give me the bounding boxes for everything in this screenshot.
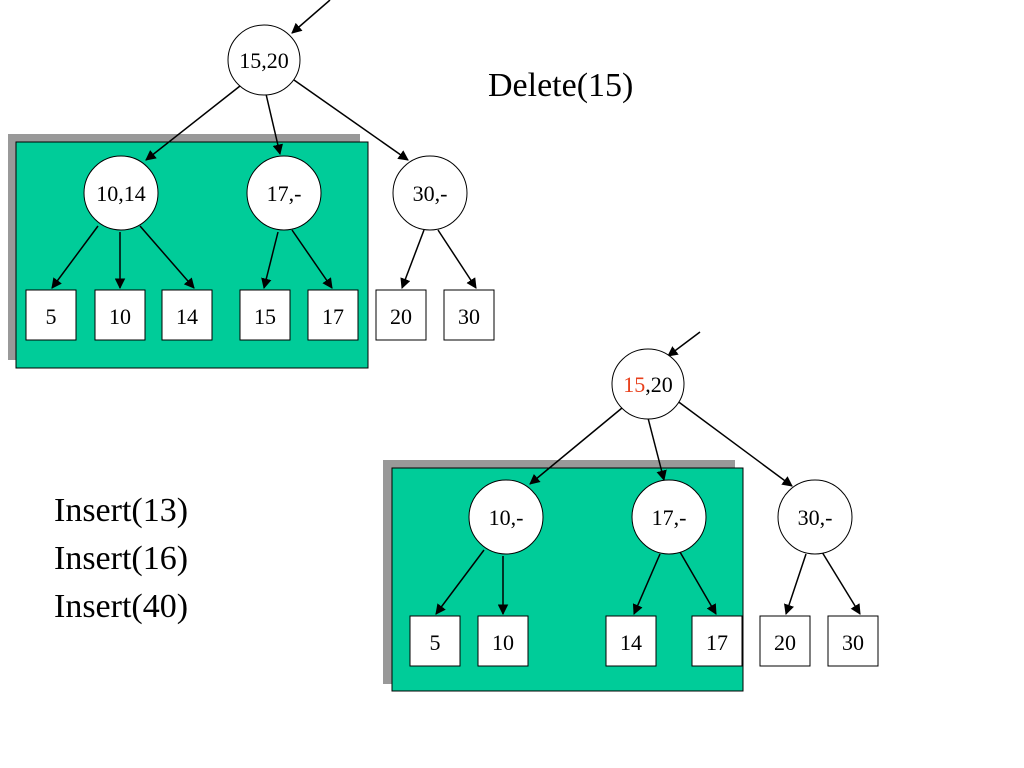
edge bbox=[675, 399, 793, 487]
leaf-node: 10 bbox=[94, 289, 146, 341]
root-label: 15,20 bbox=[239, 48, 289, 73]
insert-operation-label: Insert(13) bbox=[54, 492, 188, 529]
leaf-node: 14 bbox=[605, 615, 657, 667]
entry-arrow bbox=[667, 331, 701, 357]
edge bbox=[51, 225, 99, 289]
leaf-label: 20 bbox=[390, 304, 412, 329]
internal-node: 17,- bbox=[631, 479, 707, 555]
leaf-label: 5 bbox=[430, 630, 441, 655]
internal-label: 10,14 bbox=[96, 181, 146, 206]
leaf-label: 14 bbox=[176, 304, 198, 329]
leaf-label: 30 bbox=[842, 630, 864, 655]
internal-label: 17,- bbox=[267, 181, 302, 206]
edge bbox=[437, 229, 477, 289]
leaf-node: 30 bbox=[827, 615, 879, 667]
edge bbox=[293, 79, 409, 161]
root-rest-key: ,20 bbox=[645, 372, 673, 397]
leaf-node: 20 bbox=[375, 289, 427, 341]
insert-operations: Insert(13) Insert(16) Insert(40) bbox=[54, 492, 188, 625]
internal-node: 30,- bbox=[777, 479, 853, 555]
leaf-node: 20 bbox=[759, 615, 811, 667]
internal-label: 17,- bbox=[652, 505, 687, 530]
edge bbox=[145, 85, 241, 161]
internal-node: 17,- bbox=[246, 155, 322, 231]
edge bbox=[265, 93, 283, 156]
leaf-node: 5 bbox=[409, 615, 461, 667]
tree-before: 15,20 10,14 17,- 30,- 5 10 14 bbox=[8, 0, 495, 369]
root-node: 15,20 bbox=[227, 24, 301, 96]
edge bbox=[435, 549, 485, 615]
leaf-node: 14 bbox=[161, 289, 213, 341]
leaf-label: 17 bbox=[322, 304, 344, 329]
leaf-node: 30 bbox=[443, 289, 495, 341]
leaf-label: 30 bbox=[458, 304, 480, 329]
edge bbox=[632, 553, 661, 615]
edge bbox=[529, 407, 623, 485]
root-node: 15,20 bbox=[611, 348, 685, 420]
internal-node: 10,- bbox=[468, 479, 544, 555]
leaf-node: 15 bbox=[239, 289, 291, 341]
leaf-node: 17 bbox=[307, 289, 359, 341]
edge bbox=[679, 551, 717, 615]
internal-label: 30,- bbox=[798, 505, 833, 530]
leaf-node: 5 bbox=[25, 289, 77, 341]
edge bbox=[400, 229, 425, 289]
leaf-label: 10 bbox=[109, 304, 131, 329]
delete-operation-label: Delete(15) bbox=[488, 67, 633, 104]
internal-label: 10,- bbox=[489, 505, 524, 530]
internal-label: 30,- bbox=[413, 181, 448, 206]
leaf-label: 14 bbox=[620, 630, 642, 655]
leaf-node: 10 bbox=[477, 615, 529, 667]
edge bbox=[647, 417, 667, 482]
edge bbox=[821, 551, 861, 615]
leaf-label: 10 bbox=[492, 630, 514, 655]
tree-after: 15,20 10,- 17,- 30,- 5 10 14 bbox=[383, 331, 879, 692]
entry-arrow bbox=[291, 0, 331, 34]
leaf-label: 15 bbox=[254, 304, 276, 329]
edge bbox=[784, 553, 807, 615]
leaf-node: 17 bbox=[691, 615, 743, 667]
insert-operation-label: Insert(40) bbox=[54, 588, 188, 625]
root-highlight-key: 15 bbox=[623, 372, 645, 397]
edge bbox=[291, 229, 333, 289]
edge bbox=[139, 225, 195, 289]
leaf-label: 17 bbox=[706, 630, 728, 655]
leaf-label: 20 bbox=[774, 630, 796, 655]
insert-operation-label: Insert(16) bbox=[54, 540, 188, 577]
internal-node: 30,- bbox=[392, 155, 468, 231]
internal-node: 10,14 bbox=[83, 155, 159, 231]
leaf-label: 5 bbox=[46, 304, 57, 329]
root-label: 15,20 bbox=[623, 372, 673, 397]
edge bbox=[261, 231, 279, 290]
